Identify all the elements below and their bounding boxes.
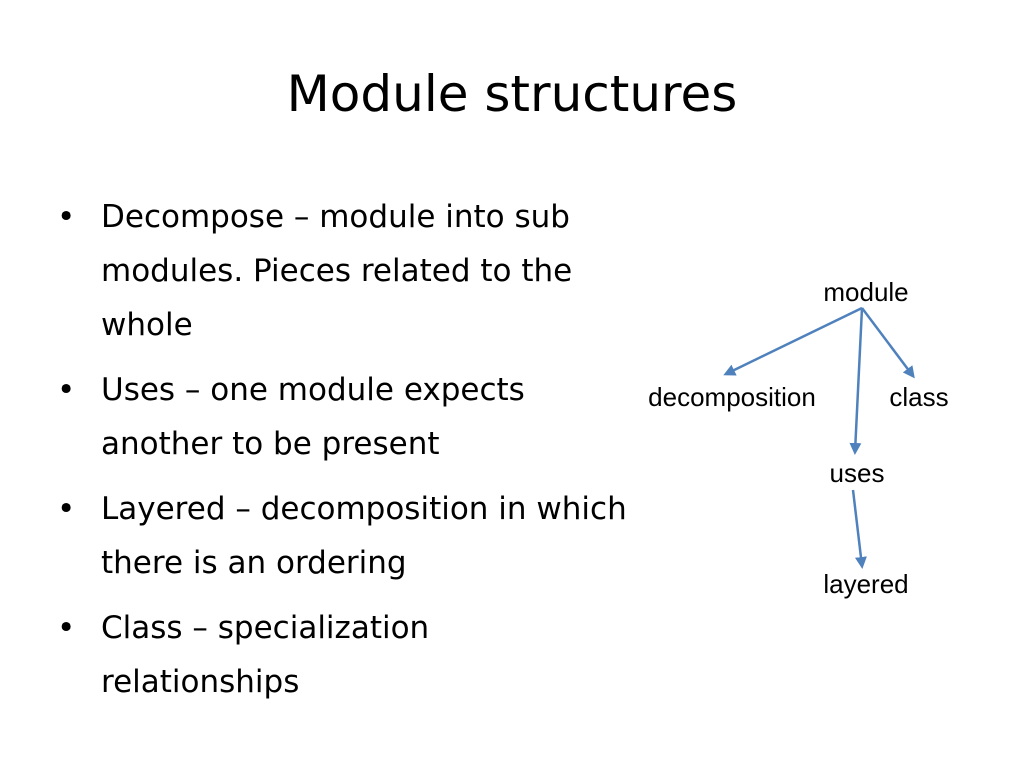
bullet-item-layered: • Layered – decomposition in which there…	[57, 482, 637, 590]
bullet-text: Layered – decomposition in which there i…	[101, 491, 627, 581]
node-layered: layered	[823, 569, 908, 599]
bullet-item-uses: • Uses – one module expects another to b…	[57, 363, 637, 471]
slide-title: Module structures	[286, 65, 738, 123]
bullet-text: Class – specialization relationships	[101, 610, 430, 700]
bullet-item-decompose: • Decompose – module into sub modules. P…	[57, 190, 637, 352]
edge-module-to-decomposition	[723, 306, 863, 376]
bullet-text: Decompose – module into sub modules. Pie…	[101, 199, 573, 343]
edge-uses-to-layered	[851, 489, 867, 569]
edge-module-to-uses	[849, 307, 864, 455]
node-uses: uses	[830, 458, 885, 488]
bullet-dot-icon: •	[57, 372, 76, 408]
bullet-text: Uses – one module expects another to be …	[101, 372, 525, 462]
bullet-dot-icon: •	[57, 610, 76, 646]
node-class: class	[889, 382, 948, 412]
node-module: module	[823, 277, 908, 307]
edge-module-to-class	[861, 307, 915, 379]
module-structure-diagram: module decomposition class uses layered	[648, 277, 948, 599]
bullet-dot-icon: •	[57, 491, 76, 527]
bullet-dot-icon: •	[57, 199, 76, 235]
bullet-item-class: • Class – specialization relationships	[57, 601, 637, 709]
node-decomposition: decomposition	[648, 382, 816, 412]
bullet-list: • Decompose – module into sub modules. P…	[57, 190, 637, 720]
